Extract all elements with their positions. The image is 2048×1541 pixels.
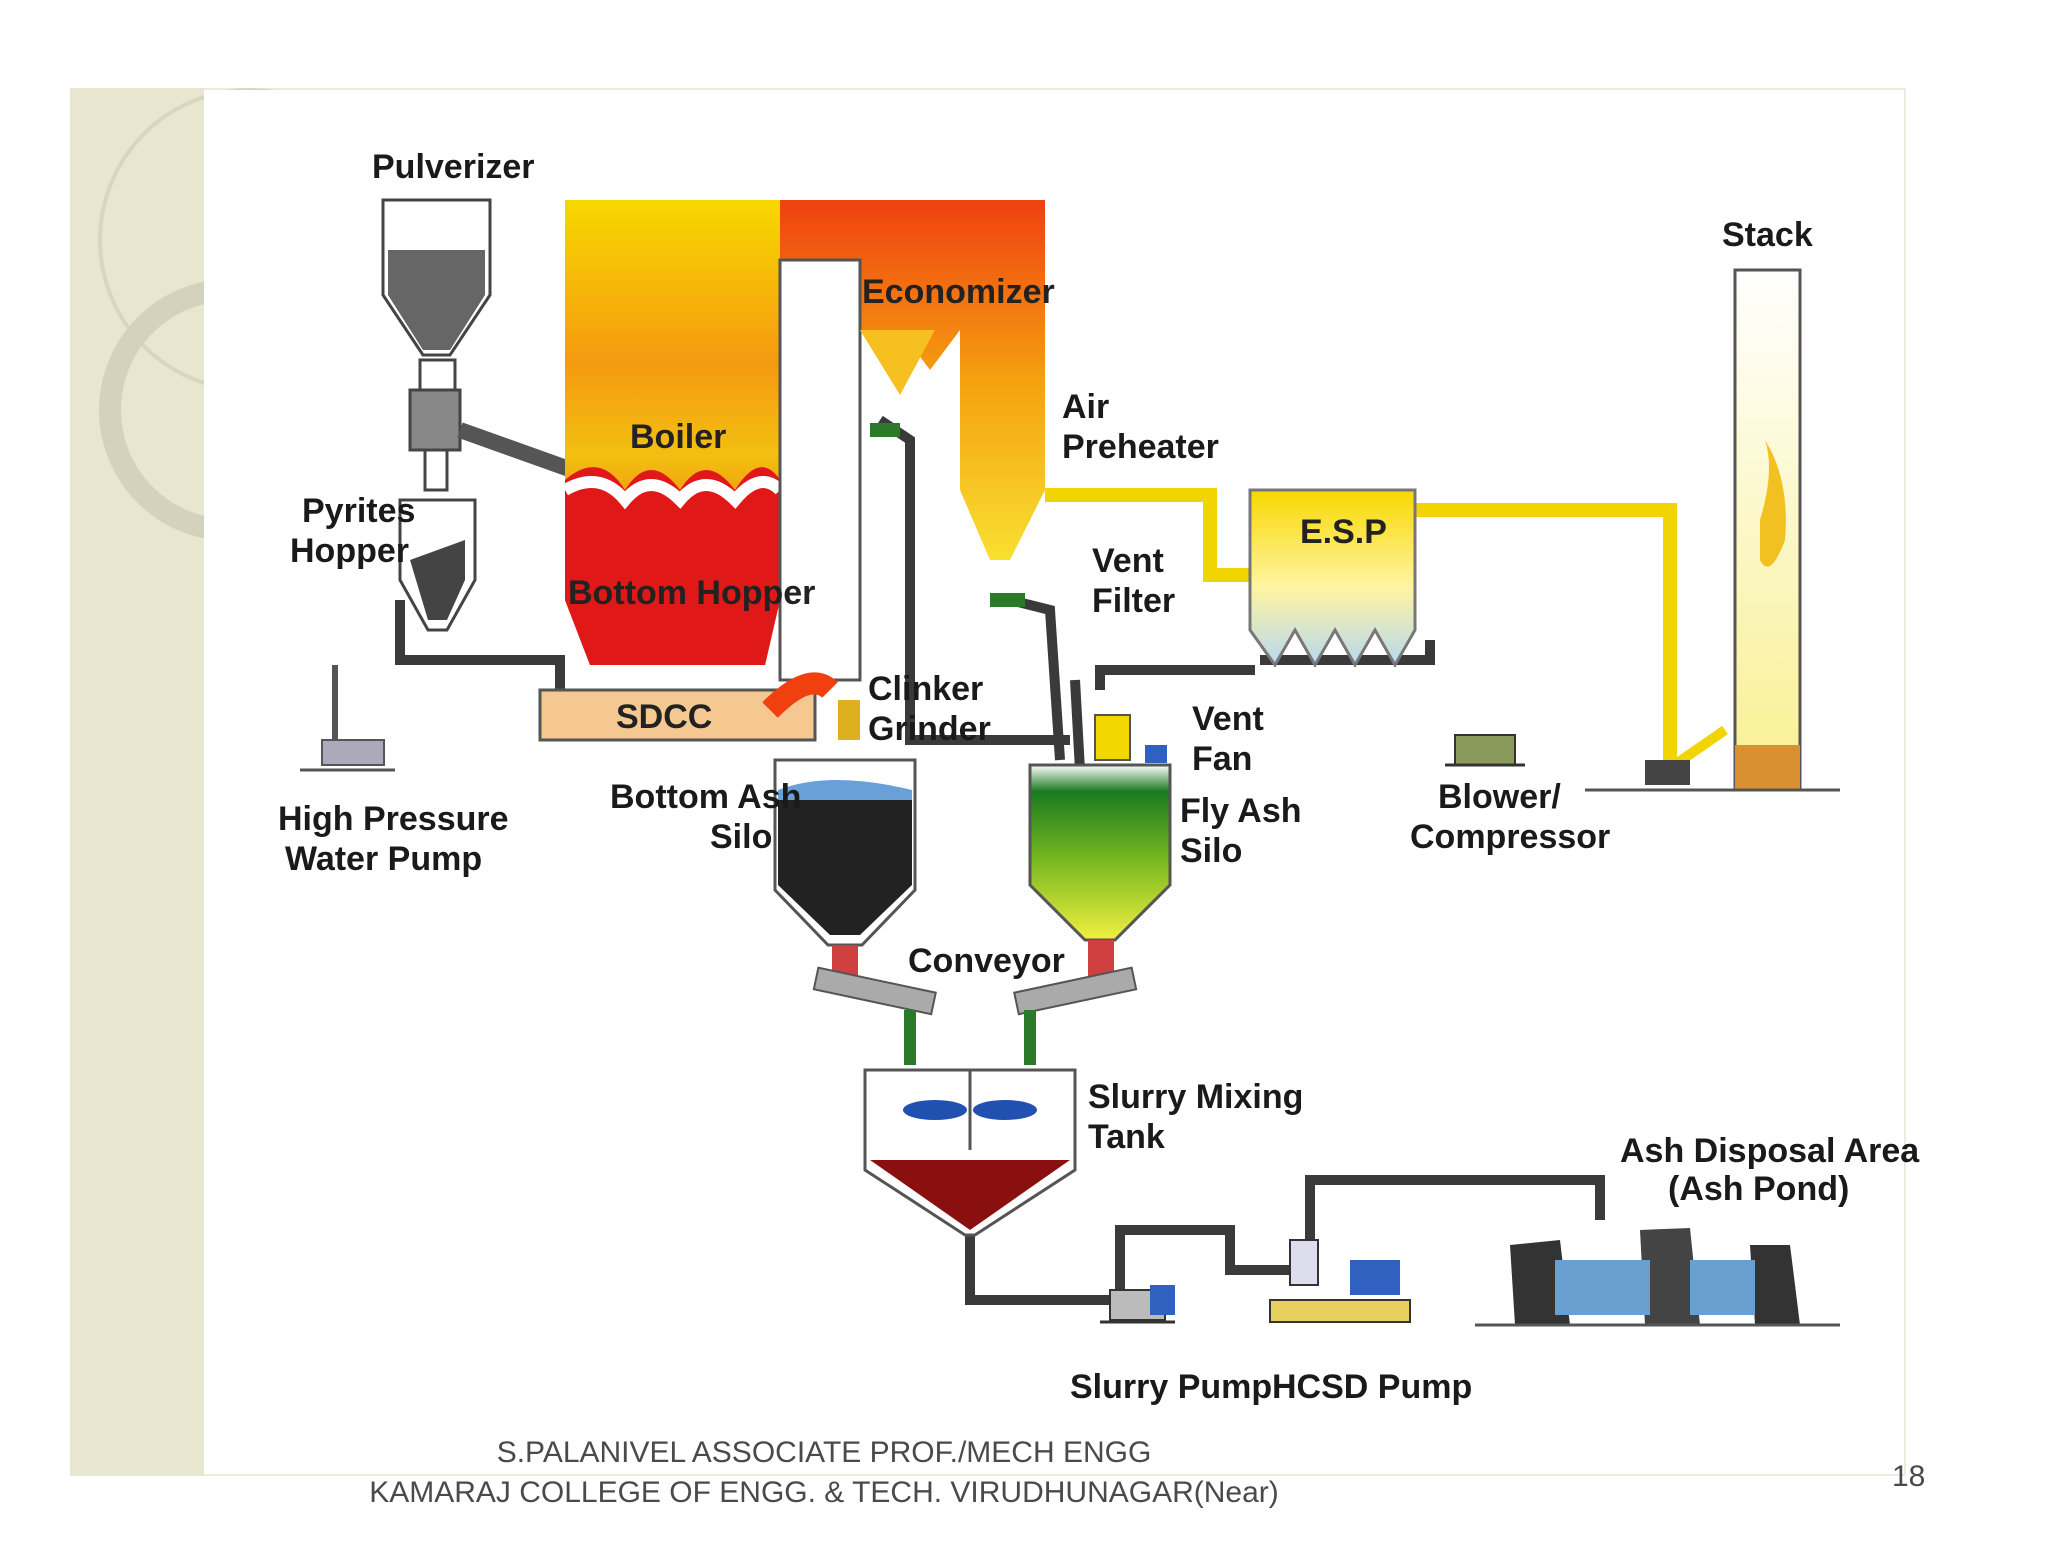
label-bottom-hopper: Bottom Hopper [568,574,815,612]
label-vent-filter-1: Vent [1092,542,1164,580]
label-hcsd-pump: HCSD Pump [1272,1368,1472,1406]
economizer [778,200,1045,682]
label-bottom-ash-silo-1: Bottom Ash [610,778,801,816]
pyrites-hopper [398,498,477,632]
label-clinker-2: Grinder [868,710,991,748]
label-ash-disposal-2: (Ash Pond) [1668,1170,1849,1208]
label-conveyor: Conveyor [908,942,1065,980]
blower-compressor [1445,734,1525,767]
label-slurry-mixing-tank-2: Tank [1088,1118,1165,1156]
label-slurry-pump: Slurry Pump [1070,1368,1272,1406]
esp [1248,488,1417,669]
label-hpwp-1: High Pressure [278,800,509,838]
bottom-ash-silo [773,758,917,990]
ash-pipelines [395,415,1605,1305]
footer-institution: KAMARAJ COLLEGE OF ENGG. & TECH. VIRUDHU… [369,1476,1279,1509]
conveyors [812,966,1138,1065]
label-hpwp-2: Water Pump [285,840,482,878]
label-pyrites-1: Pyrites [302,492,415,530]
boiler [562,200,1045,665]
label-blower-1: Blower/ [1438,778,1561,816]
label-pyrites-2: Hopper [290,532,409,570]
label-fly-ash-silo-1: Fly Ash [1180,792,1302,830]
slide-number: 18 [1892,1460,1926,1493]
label-slurry-mixing-tank-1: Slurry Mixing [1088,1078,1303,1116]
label-vent-fan-2: Fan [1192,740,1252,778]
sdcc-conveyor [538,672,860,742]
footer-author: S.PALANIVEL ASSOCIATE PROF./MECH ENGG [496,1436,1152,1469]
label-pulverizer: Pulverizer [372,148,535,186]
label-esp: E.S.P [1300,513,1387,551]
label-blower-2: Compressor [1410,818,1610,856]
green-valves [870,423,1025,607]
label-vent-fan-1: Vent [1192,700,1264,738]
slurry-pump-unit [1100,1285,1175,1324]
label-air-preheater-2: Preheater [1062,428,1219,466]
ash-disposal-area [1475,1228,1840,1327]
stack [1585,268,1840,792]
label-sdcc: SDCC [616,698,712,736]
slurry-mixing-tank [863,1068,1077,1237]
label-vent-filter-2: Filter [1092,582,1175,620]
label-air-preheater-1: Air [1062,388,1109,426]
label-economizer: Economizer [862,273,1055,311]
label-fly-ash-silo-2: Silo [1180,832,1242,870]
high-pressure-water-pump [300,665,395,772]
label-boiler: Boiler [630,418,726,456]
label-stack: Stack [1722,216,1813,254]
label-clinker-1: Clinker [868,670,983,708]
fly-ash-silo [1028,714,1172,985]
label-ash-disposal-1: Ash Disposal Area [1620,1132,1920,1170]
hcsd-pump-unit [1269,1239,1411,1323]
label-bottom-ash-silo-2: Silo [710,818,772,856]
pulverizer [381,198,492,492]
